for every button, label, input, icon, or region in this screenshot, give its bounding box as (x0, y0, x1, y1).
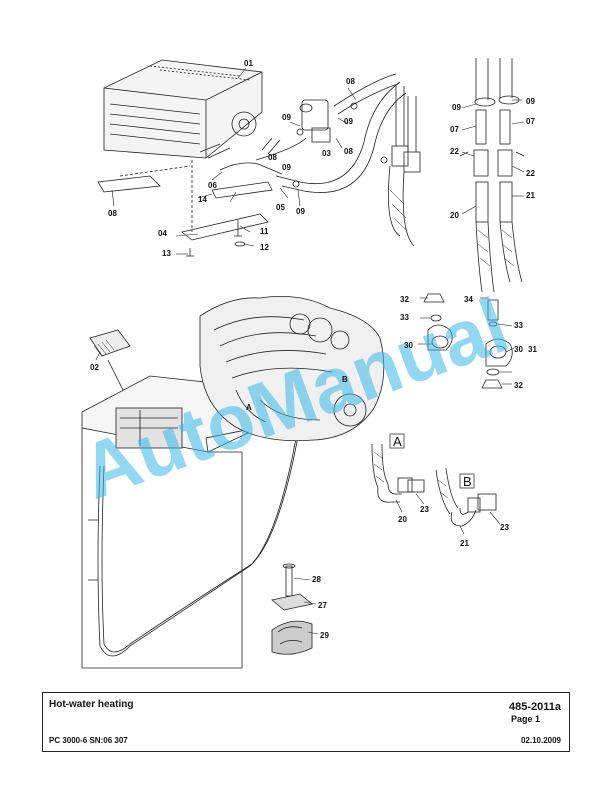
callout-12: 12 (260, 243, 269, 252)
callout-10: 09 (344, 117, 353, 126)
engine-mark-b: B (342, 375, 348, 384)
callout-30: 31 (528, 345, 537, 354)
issue-date: 02.10.2009 (520, 736, 561, 745)
callout-31: 32 (514, 381, 523, 390)
callout-33: 34 (464, 295, 473, 304)
hose-clamp-detail-drawing (423, 293, 513, 389)
callout-26: 27 (318, 601, 327, 610)
callout-29: 30 (514, 345, 523, 354)
callout-14: 14 (198, 195, 207, 204)
callout-10: 09 (282, 113, 291, 122)
upper-right-hoses-drawing (459, 58, 525, 293)
engine-drawing (199, 296, 385, 442)
pump-and-hose-drawing (219, 73, 407, 193)
leader-lines (95, 67, 525, 635)
document-number: 485-2011a (509, 701, 561, 713)
callout-10: 09 (526, 97, 535, 106)
callout-07: 07 (526, 117, 535, 126)
callout-20: 20 (398, 515, 407, 524)
callout-02: 02 (90, 363, 99, 372)
callout-10: 09 (452, 103, 461, 112)
callout-23: 23 (500, 523, 509, 532)
callout-10: 09 (296, 207, 305, 216)
callout-22: 22 (526, 169, 535, 178)
callout-09: 08 (268, 153, 277, 162)
callout-08: 08 (108, 209, 117, 218)
callout-05: 05 (276, 203, 285, 212)
page-number: Page 1 (511, 714, 541, 724)
title-block: Hot-water heating 485-2011a Page 1 PC 30… (42, 692, 570, 752)
callout-labels: 01 08 09 09 03 08 09 08 06 05 09 14 08 0… (90, 59, 537, 640)
callout-13: 13 (162, 249, 171, 258)
callout-32: 33 (514, 321, 523, 330)
callout-09: 08 (346, 77, 355, 86)
callout-03: 03 (322, 149, 331, 158)
mounting-bracket-drawing (97, 160, 273, 257)
callout-10: 09 (282, 163, 291, 172)
view-a-box (389, 433, 405, 449)
callout-07: 07 (450, 125, 459, 134)
callout-28: 29 (320, 631, 329, 640)
callout-01: 01 (244, 59, 253, 68)
callout-32: 33 (400, 313, 409, 322)
view-b-label: B (463, 474, 472, 489)
callout-22: 22 (450, 147, 459, 156)
callout-21: 21 (460, 539, 469, 548)
callout-31: 32 (400, 295, 409, 304)
callout-11: 11 (260, 227, 269, 236)
machine-model: PC 3000-6 SN:06 307 (49, 736, 128, 745)
callout-09: 08 (344, 147, 353, 156)
mount-clamp-drawing (271, 563, 313, 655)
callout-20: 20 (450, 211, 459, 220)
callout-29: 30 (404, 341, 413, 350)
callout-27: 28 (312, 575, 321, 584)
callout-06: 06 (208, 181, 217, 190)
view-b-fitting-drawing (435, 467, 497, 527)
view-a-fitting-drawing (371, 443, 425, 503)
parts-diagram: AutoManual A B A B 01 08 09 09 03 08 09 … (70, 58, 537, 669)
drawing-title: Hot-water heating (49, 699, 134, 710)
view-b-box (459, 473, 475, 489)
callout-04: 04 (158, 229, 167, 238)
heater-unit-drawing (103, 59, 263, 159)
callout-21: 21 (526, 191, 535, 200)
pipe-fittings-drawing (388, 86, 421, 247)
engine-mark-a: A (246, 403, 252, 412)
view-a-label: A (393, 434, 402, 449)
callout-23: 23 (420, 505, 429, 514)
